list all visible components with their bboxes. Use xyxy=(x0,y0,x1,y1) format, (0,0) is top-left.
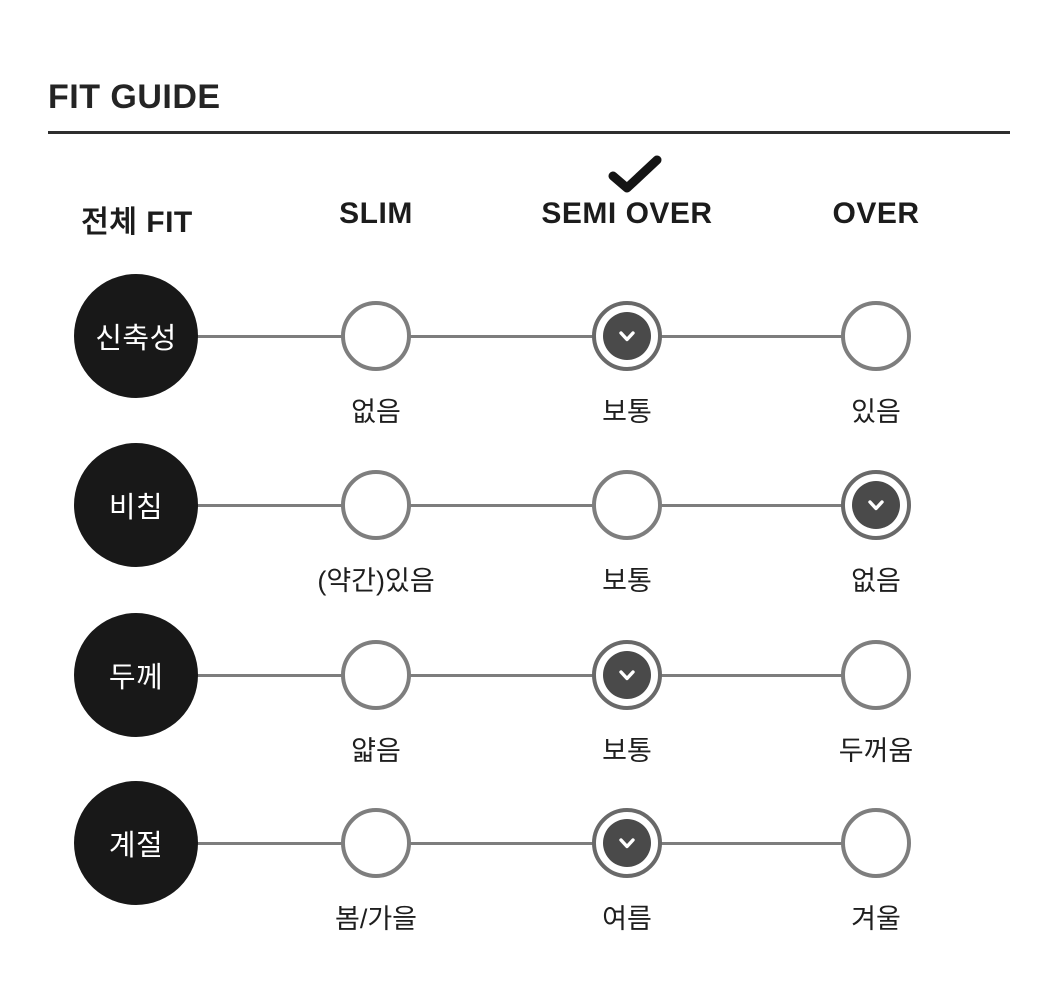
option-circle xyxy=(341,301,411,371)
option-circle xyxy=(592,640,662,710)
option-circle xyxy=(592,808,662,878)
row-connector-line xyxy=(136,334,876,338)
check-icon xyxy=(608,154,662,194)
header-row-title: 전체 FIT xyxy=(81,206,193,239)
option-label: 봄/가을 xyxy=(334,904,418,934)
chevron-down-icon xyxy=(603,651,651,699)
row-subject-label: 비침 xyxy=(108,492,164,524)
option-label: 보통 xyxy=(602,397,652,427)
option-label: 얇음 xyxy=(351,736,401,766)
row-subject-circle: 계절 xyxy=(74,781,198,905)
option-label: 두꺼움 xyxy=(838,736,914,766)
header-col-over: OVER xyxy=(832,197,920,230)
chevron-down-icon xyxy=(603,819,651,867)
option-circle xyxy=(841,301,911,371)
header-col-semi-over: SEMI OVER xyxy=(541,197,713,230)
row-subject-circle: 비침 xyxy=(74,443,198,567)
option-circle xyxy=(841,470,911,540)
option-label: 없음 xyxy=(351,397,401,427)
option-label: 겨울 xyxy=(851,904,901,934)
chevron-down-icon xyxy=(852,481,900,529)
row-connector-line xyxy=(136,673,876,677)
option-label: 없음 xyxy=(851,566,901,596)
option-circle xyxy=(841,640,911,710)
option-label: 있음 xyxy=(851,397,901,427)
row-subject-circle: 두께 xyxy=(74,613,198,737)
row-subject-label: 계절 xyxy=(108,830,164,862)
option-circle xyxy=(592,301,662,371)
option-circle xyxy=(341,470,411,540)
row-subject-label: 신축성 xyxy=(95,323,177,355)
header-col-slim: SLIM xyxy=(339,197,413,230)
option-circle xyxy=(841,808,911,878)
option-label: 여름 xyxy=(602,904,652,934)
row-connector-line xyxy=(136,841,876,845)
section-title: FIT GUIDE xyxy=(48,78,221,116)
chevron-down-icon xyxy=(603,312,651,360)
row-subject-label: 두께 xyxy=(108,662,164,694)
option-label: 보통 xyxy=(602,566,652,596)
row-connector-line xyxy=(136,503,876,507)
option-label: 보통 xyxy=(602,736,652,766)
row-subject-circle: 신축성 xyxy=(74,274,198,398)
option-label: (약간)있음 xyxy=(317,566,435,596)
option-circle xyxy=(592,470,662,540)
option-circle xyxy=(341,808,411,878)
title-divider xyxy=(48,131,1010,134)
option-circle xyxy=(341,640,411,710)
